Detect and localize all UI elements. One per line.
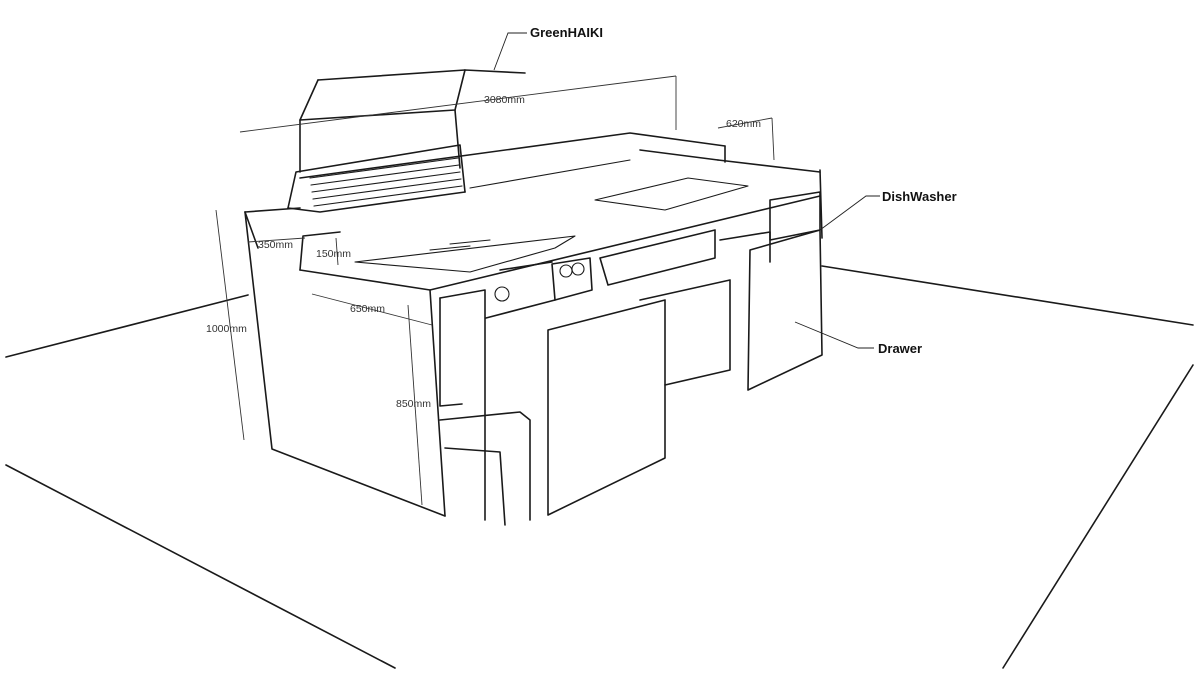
floor-outline [5, 265, 1194, 669]
dim-total-height: 1000mm [206, 323, 247, 335]
back-upstand [299, 132, 726, 189]
drawer-label: Drawer [878, 341, 922, 356]
dishwasher-label: DishWasher [882, 189, 957, 204]
dimension-lines [215, 75, 775, 506]
dim-counter-height: 850mm [396, 398, 431, 410]
dim-ledge-height: 150mm [316, 248, 351, 260]
dim-side-ledge: 350mm [258, 239, 293, 251]
callout-pointers [493, 32, 880, 349]
range-hood [287, 69, 526, 213]
dim-counter-depth: 650mm [350, 303, 385, 315]
dim-depth-right: 620mm [726, 118, 761, 130]
hood-label: GreenHAIKI [530, 25, 603, 40]
dim-total-length: 3080mm [484, 94, 525, 106]
front-cabinets [439, 191, 823, 526]
island-body [244, 149, 823, 517]
